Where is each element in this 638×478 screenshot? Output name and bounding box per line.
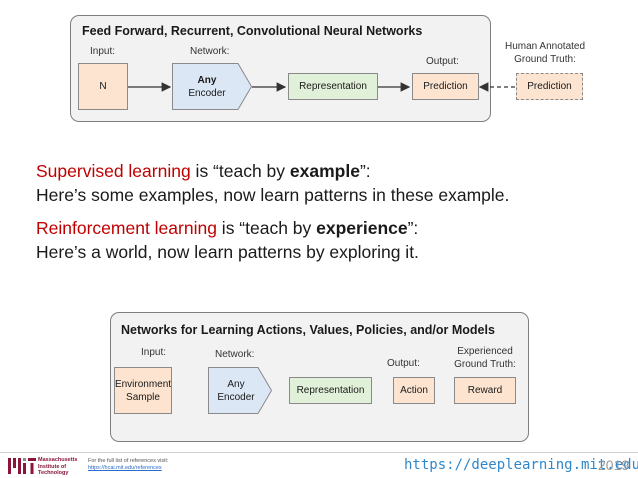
top-encoder-label-encoder: Encoder [188, 87, 226, 99]
supervised-bold-word: example [289, 161, 360, 181]
bottom-network-label: Network: [215, 349, 255, 360]
top-encoder-shape [172, 63, 253, 110]
bottom-ground-truth-label: Experienced Ground Truth: [450, 345, 520, 371]
bottom-action-box: Action [393, 377, 435, 404]
top-encoder-box: Any Encoder [172, 63, 253, 110]
reinforcement-bold-word: experience [316, 218, 408, 238]
top-representation-box: Representation [288, 73, 378, 100]
bottom-ground-truth-label-line2: Ground Truth: [454, 359, 516, 370]
references-note-text: For the full list of references visit: [88, 458, 169, 464]
top-encoder-label-any: Any [197, 74, 217, 86]
top-ground-truth-label-line2: Ground Truth: [514, 54, 576, 65]
top-diagram-title: Feed Forward, Recurrent, Convolutional N… [82, 24, 423, 38]
supervised-explanation: Here’s some examples, now learn patterns… [36, 185, 510, 205]
bottom-input-label: Input: [141, 347, 167, 358]
top-ground-truth-box: Prediction [516, 73, 583, 100]
reinforcement-term: Reinforcement learning [36, 218, 217, 238]
top-prediction-box: Prediction [412, 73, 479, 100]
bottom-ground-truth-label-line1: Experienced [457, 346, 513, 357]
bottom-diagram-title: Networks for Learning Actions, Values, P… [121, 323, 495, 337]
top-input-label: Input: [90, 46, 116, 57]
bottom-output-label: Output: [387, 358, 420, 369]
reinforcement-line: Reinforcement learning is “teach by expe… [36, 218, 418, 239]
reinforcement-text-2: ”: [407, 218, 419, 238]
bottom-reward-box: Reward [454, 377, 516, 404]
supervised-line: Supervised learning is “teach by example… [36, 161, 371, 182]
top-input-box: N [78, 63, 128, 110]
references-note: For the full list of references visit: h… [88, 458, 168, 472]
site-url-link[interactable]: https://deeplearning.mit.edu [404, 457, 638, 473]
top-network-label: Network: [190, 46, 230, 57]
supervised-text-1: is “teach by [190, 161, 290, 181]
supervised-text-2: ”: [359, 161, 371, 181]
footer-divider [0, 452, 638, 453]
reinforcement-text-1: is “teach by [216, 218, 317, 238]
bottom-representation-box: Representation [289, 377, 372, 404]
bottom-encoder-label-any: Any [227, 378, 245, 390]
references-link[interactable]: https://hcai.mit.edu/references [88, 465, 162, 471]
top-output-label: Output: [426, 56, 459, 67]
year-label: 2019 [598, 457, 630, 473]
bottom-encoder-box: Any Encoder [208, 367, 273, 414]
bottom-input-box-line2: Sample [126, 391, 160, 403]
top-ground-truth-label: Human Annotated Ground Truth: [500, 40, 590, 66]
top-diagram-panel [70, 15, 491, 122]
mit-logo-icon [8, 458, 36, 474]
top-ground-truth-label-line1: Human Annotated [504, 41, 586, 52]
supervised-term: Supervised learning [36, 161, 191, 181]
bottom-encoder-label-encoder: Encoder [217, 391, 255, 403]
bottom-input-box: Environment Sample [114, 367, 172, 414]
bottom-encoder-shape [208, 367, 273, 414]
bottom-input-box-line1: Environment [114, 378, 172, 390]
reinforcement-explanation: Here’s a world, now learn patterns by ex… [36, 242, 419, 262]
mit-wordmark: Massachusetts Institute of Technology [38, 457, 78, 476]
